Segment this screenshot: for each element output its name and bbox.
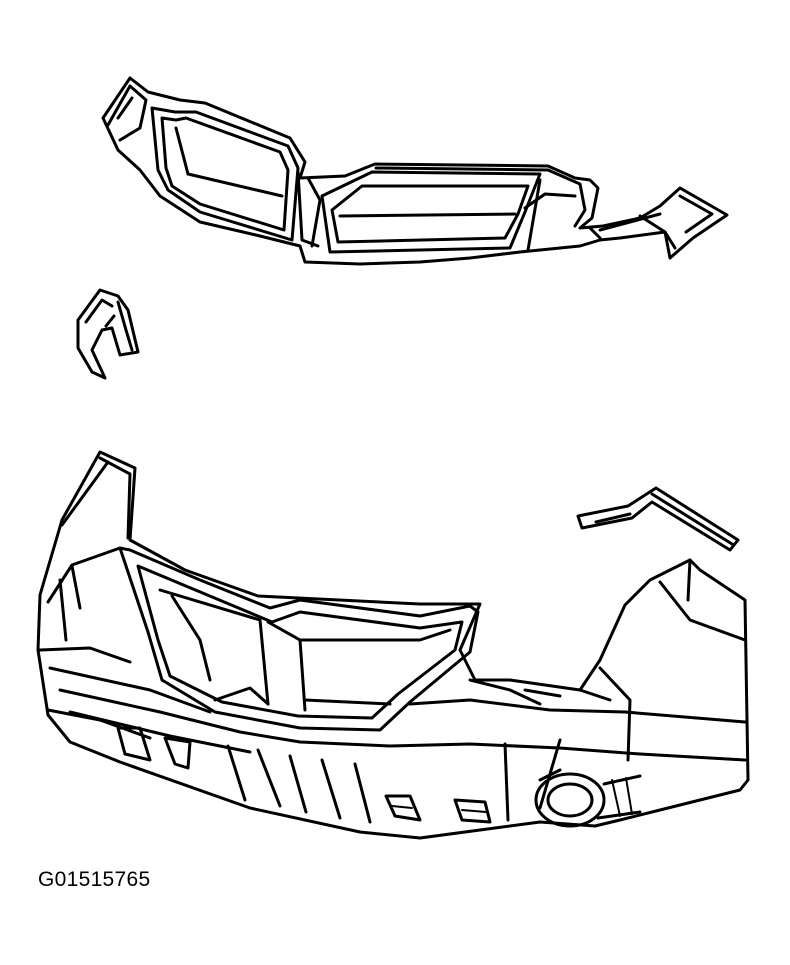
upper-energy-absorber (101, 76, 729, 266)
figure-code-label: G01515765 (38, 868, 151, 891)
right-upper-support-strip (576, 486, 740, 552)
left-bumper-bracket (76, 288, 140, 380)
front-bumper-fascia (36, 450, 750, 840)
